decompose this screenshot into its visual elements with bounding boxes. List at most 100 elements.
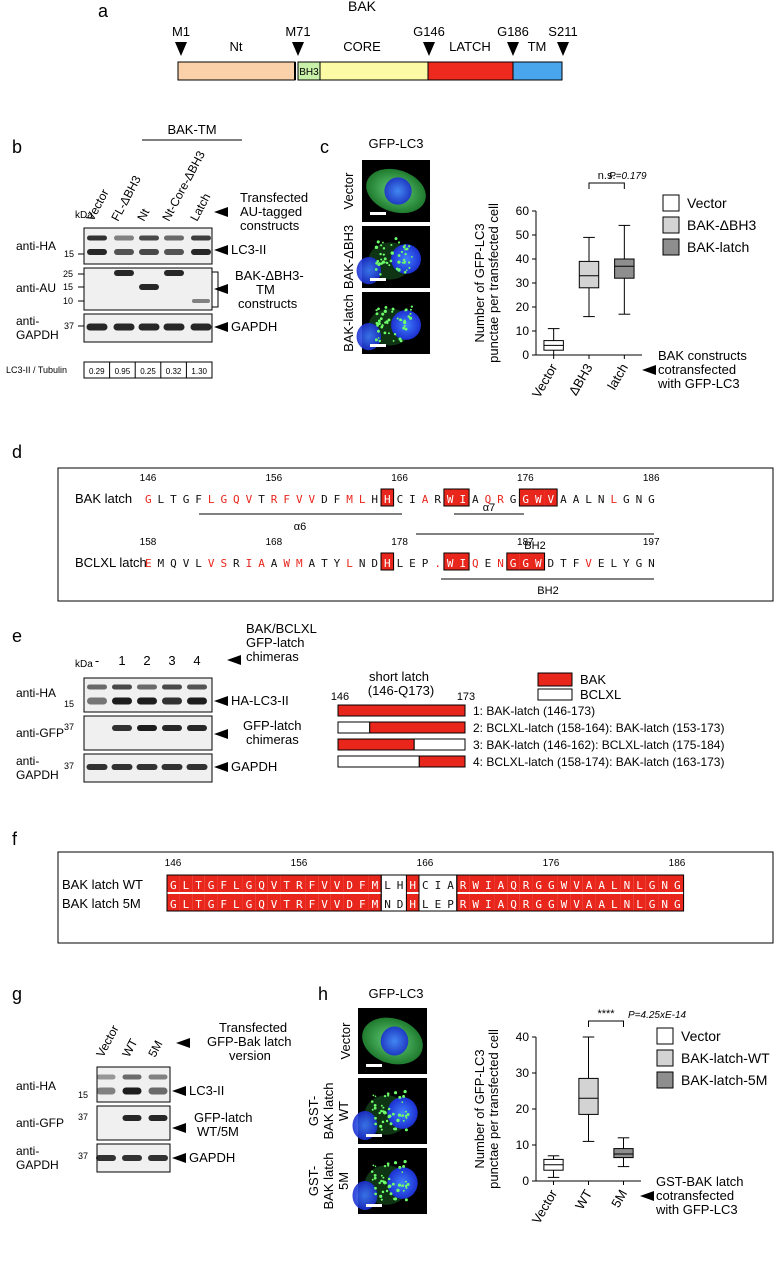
box-outline <box>380 488 395 507</box>
arrow <box>227 655 241 665</box>
residue: A <box>598 898 605 911</box>
punctum <box>381 1120 385 1124</box>
scale-bar <box>366 1204 382 1207</box>
panel-b-letter: b <box>12 137 22 157</box>
bak-residue: C <box>397 493 404 506</box>
punctum <box>393 333 397 336</box>
band <box>139 249 159 255</box>
bclxl-residue: N <box>648 557 655 570</box>
arrow <box>214 729 228 739</box>
punctum <box>404 1110 407 1113</box>
punctum <box>383 331 387 335</box>
blot-label: anti-AU <box>16 281 56 295</box>
bclxl-residue: H <box>384 557 391 570</box>
residue: H <box>397 879 404 892</box>
bak-residue: G <box>510 493 517 506</box>
residue: F <box>359 898 366 911</box>
bclxl-residue: L <box>195 557 202 570</box>
kda-marker: 25 <box>63 269 73 279</box>
punctum <box>392 339 395 342</box>
residue: F <box>309 879 316 892</box>
punctum <box>373 1176 377 1180</box>
punctum <box>408 316 413 320</box>
punctum <box>386 1162 390 1166</box>
bak-residue: W <box>447 493 454 506</box>
residue: A <box>586 879 593 892</box>
punctum <box>402 320 407 325</box>
punctum <box>381 324 384 327</box>
chart-note: GST-BAK latch <box>656 1174 743 1189</box>
punctum <box>406 1182 410 1186</box>
nucleus <box>387 1097 418 1129</box>
bak-residue: V <box>548 493 555 506</box>
domain-label: CORE <box>343 39 381 54</box>
residue-cell <box>305 894 319 911</box>
band <box>122 1155 142 1161</box>
annotation: chimeras <box>246 732 299 747</box>
bclxl-residue: L <box>397 557 404 570</box>
punctum <box>383 309 387 313</box>
residue-number: 156 <box>291 858 308 869</box>
residue: Q <box>258 898 265 911</box>
residue-cell <box>620 894 634 911</box>
micrograph <box>358 1008 427 1074</box>
band <box>192 299 210 303</box>
box-1 <box>578 1036 599 1142</box>
bak-residue: G <box>522 493 529 506</box>
conserved-box <box>456 489 470 506</box>
residue: V <box>573 898 580 911</box>
punctum <box>396 1118 400 1123</box>
punctum <box>388 1184 392 1188</box>
arrow <box>214 245 228 255</box>
residue-cell <box>671 875 684 892</box>
bak-residue: A <box>422 493 429 506</box>
punctum <box>387 332 390 335</box>
punctum <box>378 262 381 265</box>
punctum <box>377 307 380 311</box>
blot-ha <box>96 1066 171 1103</box>
ratio-value: 0.95 <box>115 367 131 376</box>
conserved-box <box>456 553 470 570</box>
blot-label: GAPDH <box>16 1158 59 1172</box>
sig-label: **** <box>597 1008 615 1020</box>
residue-cell <box>192 875 205 892</box>
residue: V <box>271 898 278 911</box>
x-tick-label: latch <box>604 361 631 392</box>
residue: T <box>195 879 202 892</box>
residue: I <box>485 879 492 892</box>
band <box>148 1115 168 1121</box>
punctum <box>402 1119 405 1122</box>
punctum <box>379 273 382 276</box>
punctum <box>401 1101 404 1104</box>
band <box>186 764 208 770</box>
conserved-box <box>381 489 394 506</box>
conserved-box <box>381 553 394 570</box>
kda-marker: 37 <box>78 1112 88 1122</box>
band <box>136 764 158 770</box>
punctum <box>397 241 401 244</box>
bak-residue: M <box>346 493 353 506</box>
residue: L <box>611 898 618 911</box>
box-1 <box>578 236 600 318</box>
residue-cell <box>595 894 608 911</box>
band <box>137 684 157 690</box>
panel-h-letter: h <box>318 984 328 1004</box>
residue-cell <box>393 894 407 911</box>
band <box>139 235 159 241</box>
annotation: LC3-II <box>231 242 266 257</box>
bclxl-residue: G <box>522 557 529 570</box>
punctum <box>380 244 383 247</box>
bak-residue: W <box>535 493 542 506</box>
lane-label: 4 <box>193 653 200 668</box>
punctum <box>404 308 408 312</box>
residue: G <box>535 879 542 892</box>
chimera-label: 1: BAK-latch (146-173) <box>473 704 595 718</box>
punctum <box>407 261 411 264</box>
kda-marker: 15 <box>64 249 74 259</box>
box-0 <box>543 1155 564 1178</box>
short-latch-label: short latch <box>369 669 429 684</box>
bak-residue: V <box>309 493 316 506</box>
bak-residue: A <box>573 493 580 506</box>
residue-cell <box>318 875 331 892</box>
punctum <box>406 1112 410 1116</box>
